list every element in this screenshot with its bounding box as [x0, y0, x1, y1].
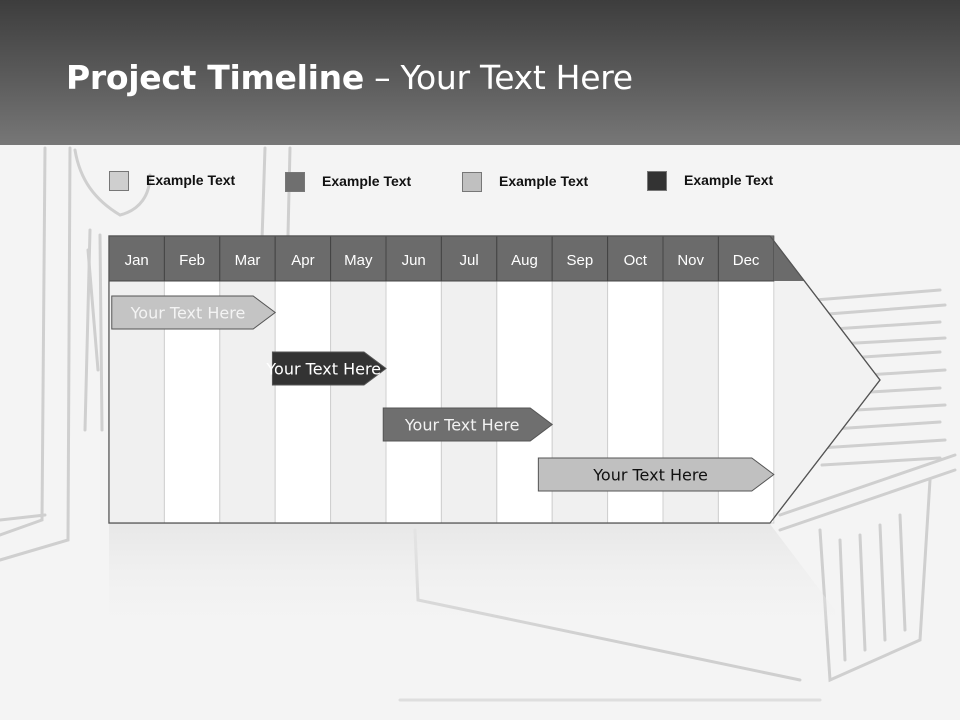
legend-label: Example Text [499, 173, 589, 189]
month-label: Mar [235, 252, 261, 269]
month-header-cell [717, 235, 775, 282]
legend-label: Example Text [146, 172, 236, 188]
month-column [440, 280, 498, 524]
task-label: Your Text Here [265, 360, 381, 379]
month-header-cell [607, 235, 664, 282]
month-label: Jun [402, 252, 426, 269]
legend-swatch [462, 172, 482, 192]
month-label: Dec [733, 252, 760, 269]
task-label: Your Text Here [130, 304, 246, 323]
legend-label: Example Text [322, 173, 412, 189]
task-bar [111, 295, 277, 330]
task-label: Your Text Here [592, 466, 708, 485]
timeline-arrow-outline [108, 235, 881, 524]
month-label: Sep [567, 252, 594, 269]
task-label: Your Text Here [404, 416, 520, 435]
month-column [274, 280, 332, 524]
month-label: Nov [677, 252, 704, 269]
month-label: Feb [179, 252, 205, 269]
page-title-rest: – Your Text Here [363, 58, 633, 97]
month-header-cell [385, 235, 442, 282]
month-label: Jul [460, 252, 479, 269]
legend-swatch [285, 172, 305, 192]
month-label: May [344, 252, 373, 269]
task-bar [271, 351, 387, 386]
legend-label: Example Text [684, 172, 774, 188]
month-header-cell [274, 235, 332, 282]
month-label: Aug [511, 252, 538, 269]
header-bar: Project Timeline – Your Text Here [0, 0, 960, 145]
page-title: Project Timeline – Your Text Here [66, 58, 633, 97]
month-header-cell [496, 235, 553, 282]
legend-swatch [109, 171, 129, 191]
legend-swatch [647, 171, 667, 191]
month-label: Oct [624, 252, 648, 269]
month-column [385, 280, 442, 524]
month-header-cell [108, 235, 165, 282]
month-column [330, 280, 387, 524]
month-label: Apr [291, 252, 314, 269]
month-label: Jan [125, 252, 149, 269]
page-title-bold: Project Timeline [66, 58, 364, 97]
task-bar [382, 407, 554, 442]
task-bar [537, 457, 775, 492]
month-headers: Jan Feb Mar Apr May Jun Jul Aug Sep Oct Nov Dec [108, 235, 804, 282]
timeline-reflection [109, 524, 835, 640]
